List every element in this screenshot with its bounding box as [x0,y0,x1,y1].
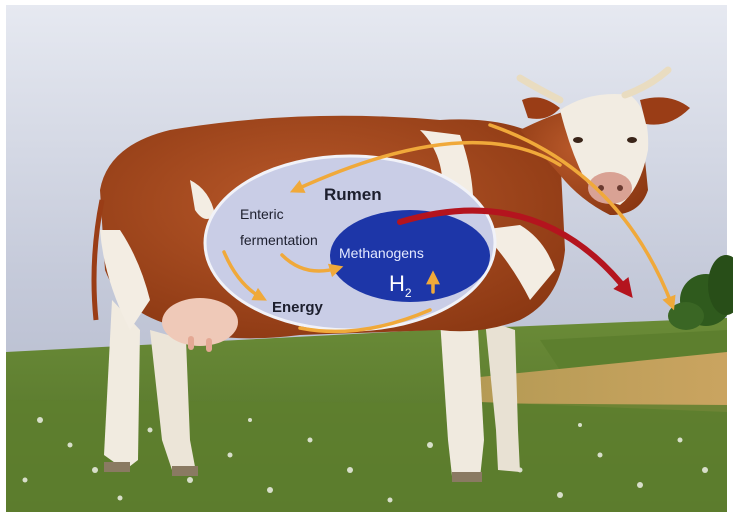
rumen-label: Rumen [324,185,382,204]
energy-label: Energy [272,299,324,316]
enteric-label-line1: Enteric [240,206,284,222]
methanogens-label: Methanogens [339,245,424,261]
enteric-label-line2: fermentation [240,232,318,248]
